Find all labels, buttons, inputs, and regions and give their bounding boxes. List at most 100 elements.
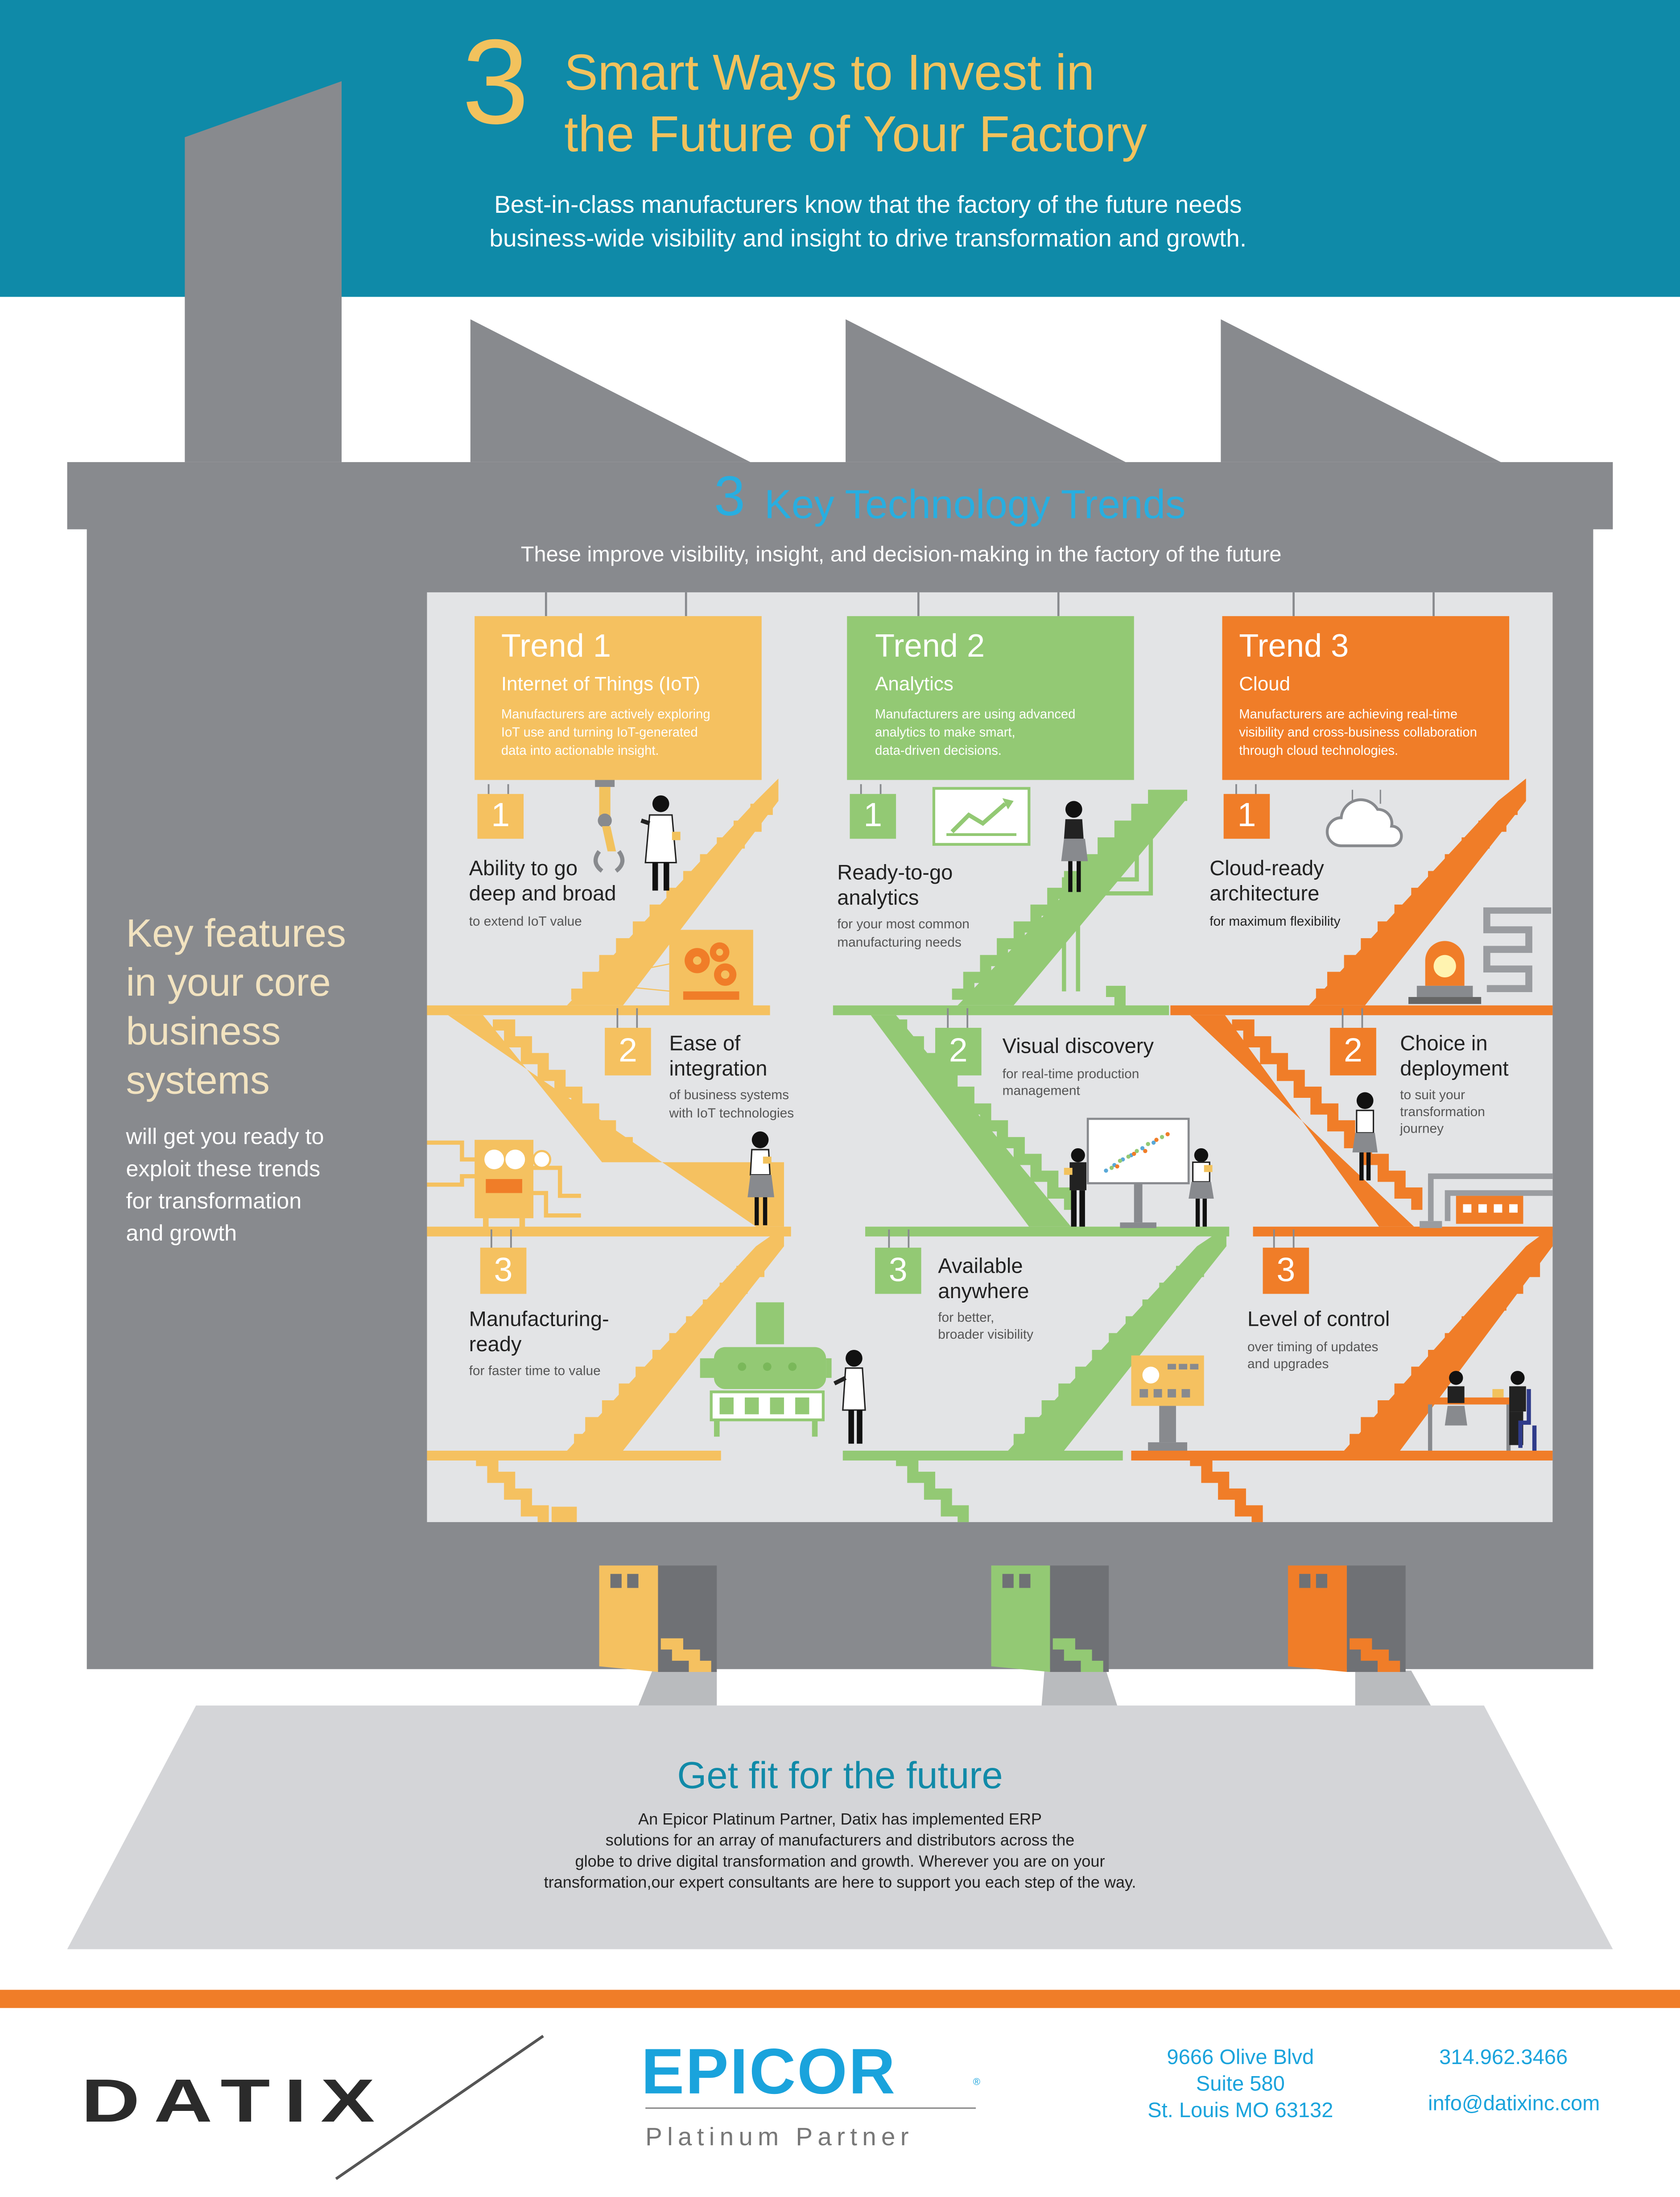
feature-title-line2: deep and broad <box>469 882 616 906</box>
key-features-title-line2: in your core <box>126 960 331 1004</box>
feature-title-line1: Level of control <box>1247 1307 1390 1332</box>
trend3-subtitle: Cloud <box>1239 672 1291 695</box>
key-features-title-line4: systems <box>126 1059 270 1102</box>
fit-title: Get fit for the future <box>677 1754 1003 1797</box>
person-icon <box>833 1349 866 1444</box>
trend3-card: Trend 3 Cloud Manufacturers are achievin… <box>1222 616 1510 780</box>
feature-number-badge: 1 <box>477 794 524 839</box>
robot-arm-icon <box>593 778 625 873</box>
footer-orange-bar <box>0 1990 1680 2008</box>
feature-title-line2: ready <box>469 1333 522 1357</box>
door-icon[interactable] <box>986 1560 1112 1672</box>
trend2-card: Trend 2 Analytics Manufacturers are usin… <box>847 616 1134 780</box>
trend3-desc-line3: through cloud technologies. <box>1239 743 1399 758</box>
person-icon <box>1061 801 1088 892</box>
person-icon <box>1064 1148 1087 1227</box>
gears-icon <box>669 930 753 1009</box>
feature-desc-line1: for maximum flexibility <box>1209 914 1341 930</box>
feature-desc-line1: for better, <box>938 1311 995 1326</box>
phone-number[interactable]: 314.962.3466 <box>1439 2046 1568 2070</box>
feature-title-line1: Visual discovery <box>1002 1034 1154 1059</box>
trend1-desc-line1: Manufacturers are actively exploring <box>501 707 710 721</box>
feature-number-badge: 2 <box>605 1028 651 1076</box>
trend3-desc-line2: visibility and cross-business collaborat… <box>1239 725 1477 740</box>
feature-number-badge: 3 <box>480 1247 527 1294</box>
key-features-title-line1: Key features <box>126 911 347 955</box>
trend2-desc-line2: analytics to make smart, <box>875 725 1015 740</box>
feature-number-badge: 2 <box>935 1028 982 1076</box>
fit-line4: transformation,our expert consultants ar… <box>544 1875 1136 1892</box>
feature-desc-line2: with IoT technologies <box>669 1106 794 1122</box>
feature-title-line1: Ready-to-go <box>837 861 953 885</box>
address-line3: St. Louis MO 63132 <box>1148 2099 1333 2123</box>
feature-desc-line1: for real-time production <box>1002 1067 1139 1083</box>
feature-number-badge: 2 <box>1330 1028 1376 1076</box>
feature-desc-line1: of business systems <box>669 1088 789 1104</box>
header-title-line2: the Future of Your Factory <box>564 105 1147 163</box>
trend1-desc-line3: data into actionable insight. <box>501 743 659 758</box>
trend3-desc-line1: Manufacturers are achieving real-time <box>1239 707 1458 721</box>
feature-title-line2: anywhere <box>938 1280 1029 1304</box>
trend3-stairs <box>1131 778 1553 1523</box>
key-features-body-line2: exploit these trends <box>126 1158 321 1182</box>
epicor-logo[interactable]: EPICOR <box>641 2034 897 2108</box>
trend2-stairs <box>833 790 1230 1523</box>
trend2-desc-line1: Manufacturers are using advanced <box>875 707 1076 721</box>
person-icon <box>1352 1092 1378 1181</box>
beam-lines <box>588 963 672 992</box>
datix-x-slash-icon <box>335 2035 544 2180</box>
meeting-table-icon <box>1416 1371 1537 1451</box>
trend3-title: Trend 3 <box>1239 627 1349 664</box>
door-icon[interactable] <box>594 1560 720 1672</box>
fit-line1: An Epicor Platinum Partner, Datix has im… <box>638 1812 1042 1829</box>
ground <box>67 1705 1613 1949</box>
feature-title-line1: Ease of <box>669 1032 741 1056</box>
feature-title-line2: architecture <box>1209 882 1320 906</box>
epicor-divider <box>645 2107 976 2109</box>
feature-desc-line2: transformation <box>1400 1105 1485 1121</box>
fit-line3: globe to drive digital transformation an… <box>575 1854 1105 1871</box>
feature-desc-line1: for faster time to value <box>469 1364 601 1379</box>
feature-desc-line2: manufacturing needs <box>837 935 962 951</box>
feature-title-line2: deployment <box>1400 1057 1509 1081</box>
feature-number-badge: 3 <box>1263 1247 1309 1294</box>
person-icon <box>640 795 681 891</box>
trends-heading-subtitle: These improve visibility, insight, and d… <box>520 543 1282 567</box>
trend1-stairs <box>427 778 791 1523</box>
chart-board-icon <box>932 787 1031 846</box>
key-features-title-line3: business <box>126 1010 281 1053</box>
door-icon[interactable] <box>1283 1560 1409 1672</box>
epicor-reg-mark: ® <box>973 2078 980 2088</box>
feature-title-line1: Available <box>938 1254 1023 1278</box>
feature-title-line1: Cloud-ready <box>1209 857 1324 881</box>
pipes-icon <box>1483 907 1552 992</box>
feature-title-line2: integration <box>669 1057 768 1081</box>
feature-number-badge: 1 <box>850 794 896 839</box>
key-features-body-line3: for transformation <box>126 1190 302 1214</box>
header-number: 3 <box>462 15 529 150</box>
key-features-body-line4: and growth <box>126 1222 237 1246</box>
feature-desc-line1: to suit your <box>1400 1088 1465 1104</box>
key-features-body-line1: will get you ready to <box>126 1125 324 1150</box>
machine-icon <box>700 1302 832 1437</box>
email-link[interactable]: info@datixinc.com <box>1428 2092 1600 2116</box>
feature-number-badge: 3 <box>875 1247 921 1294</box>
feature-desc-line3: journey <box>1400 1121 1444 1137</box>
trend1-desc-line2: IoT use and turning IoT-generated <box>501 725 698 740</box>
header-subtitle-line2: business-wide visibility and insight to … <box>489 224 1247 252</box>
control-panel-icon <box>427 1140 581 1233</box>
datix-logo[interactable]: DATIX <box>81 2067 389 2135</box>
scatter-screen-icon <box>1086 1117 1190 1228</box>
epicor-partner: Platinum Partner <box>645 2123 914 2151</box>
address-line2: Suite 580 <box>1196 2072 1285 2097</box>
feature-desc-line2: and upgrades <box>1247 1357 1329 1373</box>
feature-title-line1: Ability to go <box>469 857 578 881</box>
header-subtitle-line1: Best-in-class manufacturers know that th… <box>494 190 1242 219</box>
trend1-card: Trend 1 Internet of Things (IoT) Manufac… <box>475 616 762 780</box>
trend2-desc-line3: data-driven decisions. <box>875 743 1002 758</box>
feature-desc-line1: over timing of updates <box>1247 1340 1379 1356</box>
feature-desc-line1: to extend IoT value <box>469 914 582 930</box>
trends-heading-title: Key Technology Trends <box>764 483 1186 528</box>
feature-number-badge: 1 <box>1223 794 1270 839</box>
